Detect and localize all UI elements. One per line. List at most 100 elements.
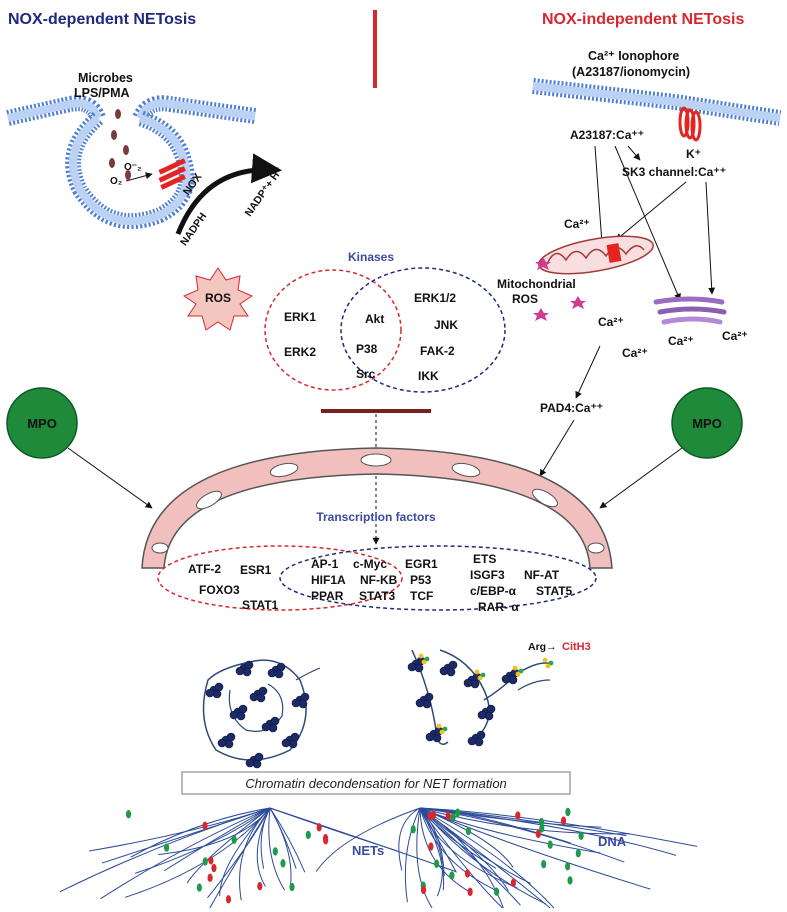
ca-to-pad4-arrow <box>575 345 601 399</box>
net-granule <box>272 847 278 856</box>
cell-membrane-right <box>532 78 782 142</box>
nucleosome <box>463 672 482 689</box>
pad4-label: PAD4:Ca⁺⁺ <box>540 401 603 415</box>
kinase-erk1-2: ERK1/2 <box>414 291 456 305</box>
left-title: NOX-dependent NETosis <box>8 11 196 28</box>
net-granule <box>565 862 571 871</box>
tf-nfkb: NF-KB <box>360 573 398 587</box>
net-granule <box>515 811 521 820</box>
dna-fiber <box>419 807 521 906</box>
caption-text: Chromatin decondensation for NET formati… <box>245 776 507 791</box>
net-fibers <box>59 807 698 909</box>
nucleosome <box>467 730 486 747</box>
net-granule <box>467 887 473 897</box>
net-granule <box>410 825 416 834</box>
tf-stat5: STAT5 <box>536 584 573 598</box>
dna-fiber <box>125 807 271 898</box>
dna-fiber <box>269 807 292 890</box>
nucleosome <box>267 662 286 679</box>
mpo-left-arrow <box>67 447 153 509</box>
dna-fiber <box>419 807 445 891</box>
tf-ppar: PPAR <box>311 589 344 603</box>
dna-fiber <box>100 807 271 900</box>
kinase-erk2: ERK2 <box>284 345 316 359</box>
nucleosome <box>249 686 268 703</box>
dna-fiber <box>130 807 271 858</box>
tf-egr1: EGR1 <box>405 557 438 571</box>
dna-fiber <box>419 807 630 835</box>
net-granule <box>434 859 440 869</box>
tf-p53: P53 <box>410 573 432 587</box>
net-granule <box>547 840 553 849</box>
net-granule <box>305 830 311 840</box>
inhibition-bar <box>321 409 431 413</box>
net-granule <box>163 843 170 852</box>
dna-fiber <box>419 807 651 890</box>
tf-left-ellipse <box>157 545 403 611</box>
net-granule <box>538 817 545 827</box>
tf-isgf3: ISGF3 <box>470 568 505 582</box>
tf-atf2: ATF-2 <box>188 562 221 576</box>
net-granule <box>565 807 571 817</box>
tf-cmyc: c-Myc <box>353 557 387 571</box>
net-granule <box>465 826 472 836</box>
nucleosome <box>261 716 280 733</box>
nadph-label: NADPH <box>178 211 209 248</box>
nucleosome <box>501 668 520 685</box>
tf-tcf: TCF <box>410 589 433 603</box>
mpo-right-arrow <box>599 447 683 509</box>
net-granule <box>535 829 541 839</box>
dna-fiber <box>268 807 286 891</box>
net-granule <box>430 810 437 820</box>
citrullination-mark <box>542 657 554 669</box>
net-granule <box>202 857 208 866</box>
mpo-right: MPO <box>671 387 743 459</box>
stimulus-label-1: Microbes <box>78 71 133 85</box>
kinases-left-circle <box>264 269 402 391</box>
kinase-akt: Akt <box>365 312 384 326</box>
nucleosome <box>291 692 310 709</box>
right-title: NOX-independent NETosis <box>542 11 744 28</box>
net-granule <box>464 869 471 878</box>
tf-ap1: AP-1 <box>311 557 339 571</box>
nucleosome <box>229 704 248 721</box>
a23187-to-mito-arrow <box>594 145 606 245</box>
dna-fiber <box>315 807 421 872</box>
stimulus-label-2: LPS/PMA <box>74 86 130 100</box>
dna-fiber <box>209 807 271 909</box>
kinase-p38: P38 <box>356 342 378 356</box>
ca-label-2: Ca²⁺ <box>622 346 648 360</box>
citrullination-mark <box>436 723 448 735</box>
net-granule <box>323 836 329 845</box>
cith3-label: CitH3 <box>562 641 591 653</box>
tf-title: Transcription factors <box>316 510 436 524</box>
net-granule <box>445 811 451 821</box>
dna-fiber <box>419 807 625 863</box>
nuclear-envelope <box>141 447 613 569</box>
pad4-to-nucleus-arrow <box>539 419 575 477</box>
net-granule <box>202 821 208 830</box>
sk3-channel <box>678 106 702 142</box>
nox-complex <box>158 158 186 190</box>
kinase-ikk: IKK <box>418 369 439 383</box>
tf-esr1: ESR1 <box>240 563 272 577</box>
mpo-left-label: MPO <box>27 416 57 431</box>
ros-label: ROS <box>205 291 231 305</box>
dna-fiber <box>419 807 473 894</box>
net-granule <box>575 849 581 858</box>
ionophore-label-1: Ca²⁺ Ionophore <box>588 49 679 63</box>
net-granule <box>257 881 263 891</box>
dna-fiber <box>135 807 271 874</box>
nucleosome <box>439 660 458 677</box>
net-granule <box>289 882 295 892</box>
ca-label-4: Ca²⁺ <box>722 329 748 343</box>
dna-fiber <box>416 807 433 909</box>
tf-nfat: NF-AT <box>524 568 560 582</box>
net-granule <box>493 887 500 896</box>
oxygen-arrow <box>125 172 153 182</box>
nucleosome <box>425 726 444 743</box>
k-ion-label: K⁺ <box>686 147 701 161</box>
net-granule <box>420 885 427 895</box>
kinases-right-circle <box>340 267 506 393</box>
